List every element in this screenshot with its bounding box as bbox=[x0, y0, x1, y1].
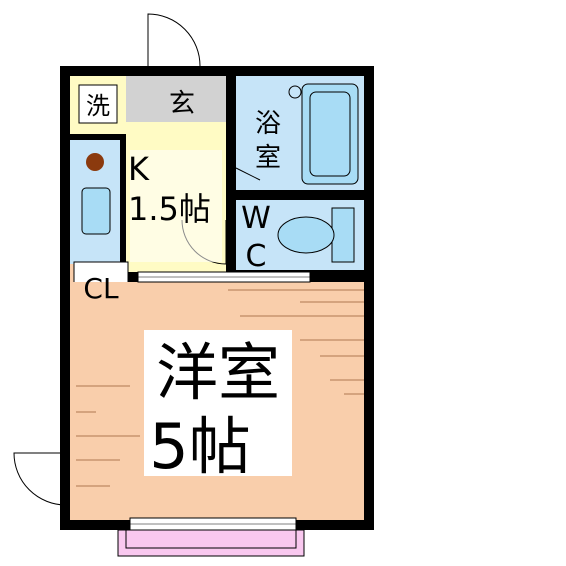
toilet-label-1: W bbox=[241, 201, 271, 236]
entrance-label: 玄 bbox=[169, 89, 195, 119]
western-room-label-2: 5帖 bbox=[149, 410, 250, 483]
window-icon bbox=[129, 271, 311, 531]
bathtub-icon bbox=[301, 83, 359, 185]
sink-icon bbox=[81, 187, 111, 235]
western-room-label-1: 洋室 bbox=[156, 336, 280, 409]
washer-label: 洗 bbox=[86, 92, 110, 120]
bath-label-2: 室 bbox=[255, 143, 281, 173]
side-door-icon bbox=[13, 452, 67, 506]
toilet-icon bbox=[277, 216, 335, 254]
toilet-label-2: C bbox=[246, 239, 267, 274]
closet-label: CL bbox=[83, 272, 119, 305]
entrance-door-icon bbox=[147, 13, 201, 67]
bath-label-1: 浴 bbox=[255, 109, 281, 139]
kitchen-label-2: 1.5帖 bbox=[128, 190, 211, 228]
balcony bbox=[117, 529, 305, 557]
toilet-tank-icon bbox=[331, 207, 355, 263]
washer-icon-box bbox=[78, 84, 118, 124]
kitchen-label-1: K bbox=[128, 150, 150, 188]
stove-burner-icon bbox=[86, 153, 104, 171]
entrance-area bbox=[126, 76, 226, 122]
